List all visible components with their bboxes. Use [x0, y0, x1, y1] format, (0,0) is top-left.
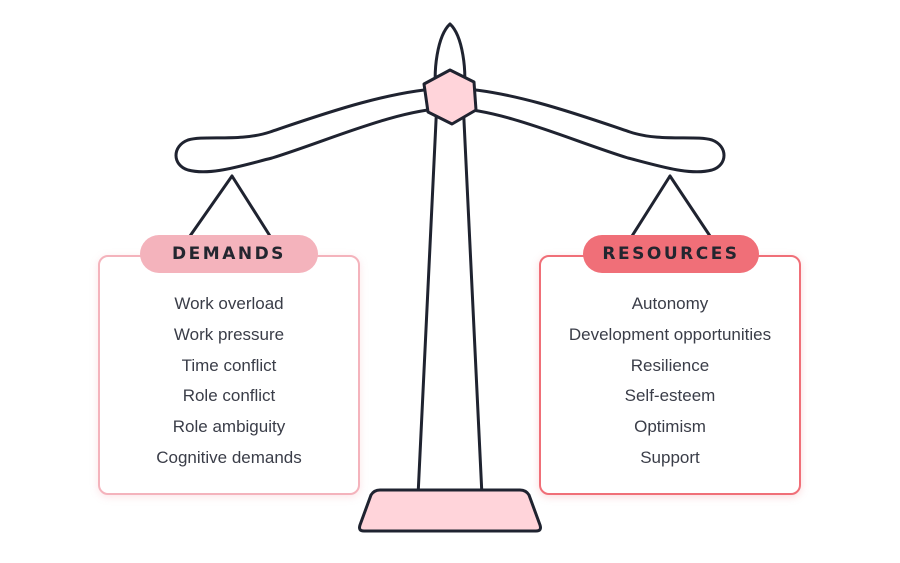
resource-item: Development opportunities — [568, 324, 772, 344]
demand-item: Work overload — [174, 294, 284, 313]
resource-item: Support — [640, 447, 700, 467]
pivot-hexagon-icon — [422, 68, 478, 126]
resources-title: RESOURCES — [583, 235, 759, 273]
demands-panel: Work overload Work pressure Time conflic… — [98, 255, 360, 495]
scale-base — [358, 488, 542, 533]
demand-item: Work pressure — [173, 324, 285, 344]
resources-panel: Autonomy Development opportunities Resil… — [539, 255, 801, 495]
resource-item: Optimism — [634, 417, 706, 437]
resources-list: Autonomy Development opportunities Resil… — [541, 289, 799, 474]
demands-list: Work overload Work pressure Time conflic… — [100, 289, 358, 474]
resource-item: Resilience — [630, 355, 710, 375]
resource-item: Self-esteem — [624, 386, 716, 406]
demand-item: Role conflict — [182, 386, 276, 406]
resource-item: Autonomy — [631, 294, 709, 313]
demand-item: Role ambiguity — [172, 417, 286, 437]
demand-item: Cognitive demands — [156, 447, 302, 467]
left-hanger-strings — [188, 174, 272, 238]
demand-item: Time conflict — [181, 355, 277, 375]
demands-title: DEMANDS — [140, 235, 318, 273]
right-hanger-strings — [630, 174, 712, 238]
